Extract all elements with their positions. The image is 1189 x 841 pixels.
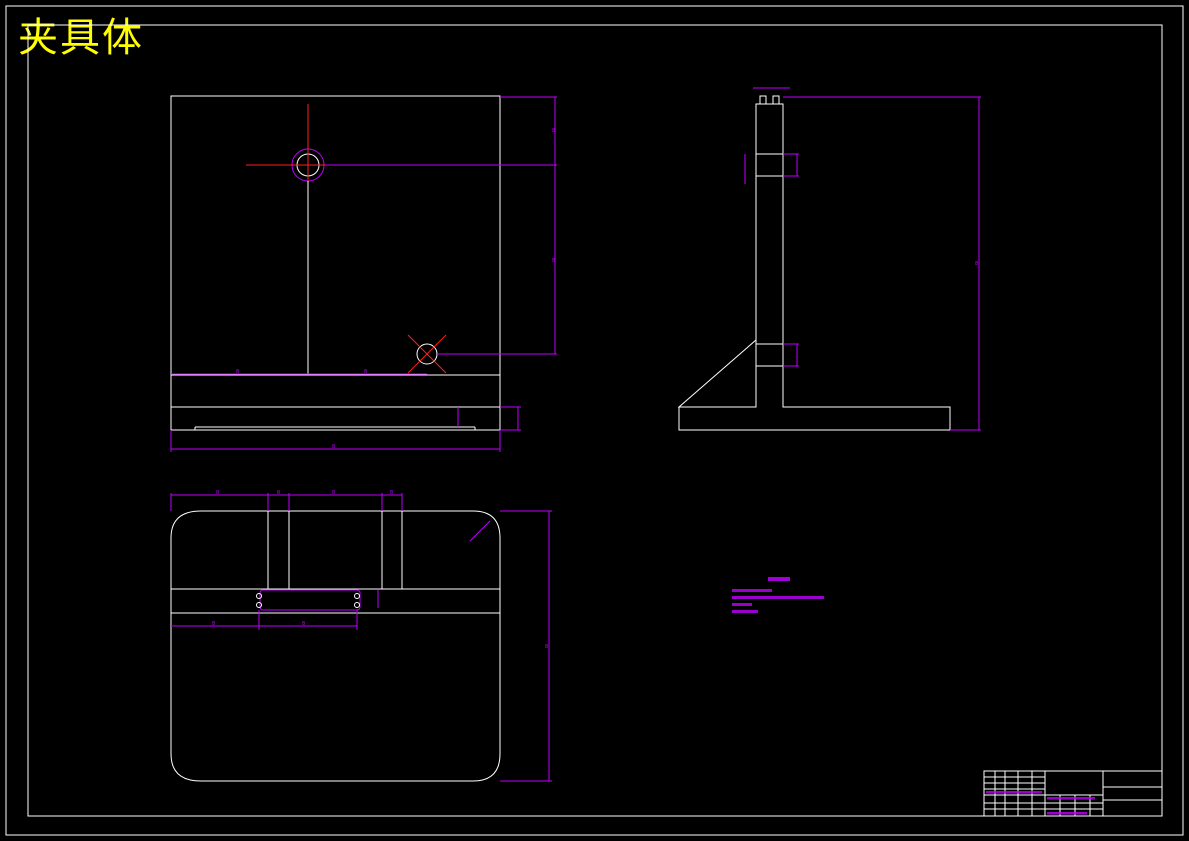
- drawing-title: 夹具体: [18, 15, 144, 61]
- top-slot: [259, 589, 361, 611]
- tb-label: [986, 791, 1042, 794]
- outer-border: [5, 5, 1184, 836]
- title-block[interactable]: [983, 770, 1163, 817]
- section-hole-lower: [755, 343, 784, 367]
- note-line: [732, 589, 772, 592]
- note-line: [732, 610, 758, 613]
- dim-label: 8: [332, 490, 335, 496]
- dim-label: 8: [552, 258, 555, 264]
- dim-label: 8: [216, 490, 219, 496]
- section-body: [678, 103, 951, 431]
- notes-heading: [768, 577, 790, 581]
- dim-label: 8: [364, 369, 367, 375]
- dim-label: 8: [975, 261, 978, 267]
- top-hole-4: [354, 602, 360, 608]
- tb-label: [1047, 812, 1087, 815]
- radius-leader: [469, 520, 491, 542]
- top-hole-3: [354, 593, 360, 599]
- front-outline: [170, 95, 501, 431]
- top-outline: [170, 510, 501, 782]
- note-line: [732, 596, 824, 599]
- dim-label: 8: [552, 128, 555, 134]
- inner-border: [27, 24, 1163, 817]
- section-hole-upper: [755, 153, 784, 177]
- note-line: [732, 603, 752, 606]
- title-block-frame: [983, 770, 1163, 817]
- tb-label: [1047, 797, 1095, 800]
- section-rib: [677, 338, 757, 408]
- section-top-notch-right: [772, 95, 780, 105]
- top-hole-1: [256, 593, 262, 599]
- side-section-view[interactable]: 8: [677, 87, 981, 431]
- dim-label: 8: [236, 369, 239, 375]
- top-hole-2: [256, 602, 262, 608]
- top-view[interactable]: 8 8 8 8 8 8 8: [170, 490, 552, 782]
- dim-label: 8: [332, 444, 335, 450]
- dim-label: 8: [277, 490, 280, 496]
- dim-label: 8: [302, 621, 305, 627]
- section-top-notch-left: [759, 95, 767, 105]
- dim-label: 8: [390, 490, 393, 496]
- lower-hole-centerline-b: [407, 334, 447, 374]
- technical-requirements-note: [732, 577, 824, 613]
- dim-label: 8: [212, 621, 215, 627]
- dim-label: 8: [545, 644, 548, 650]
- front-view[interactable]: 8 8 8 8 8: [170, 95, 557, 452]
